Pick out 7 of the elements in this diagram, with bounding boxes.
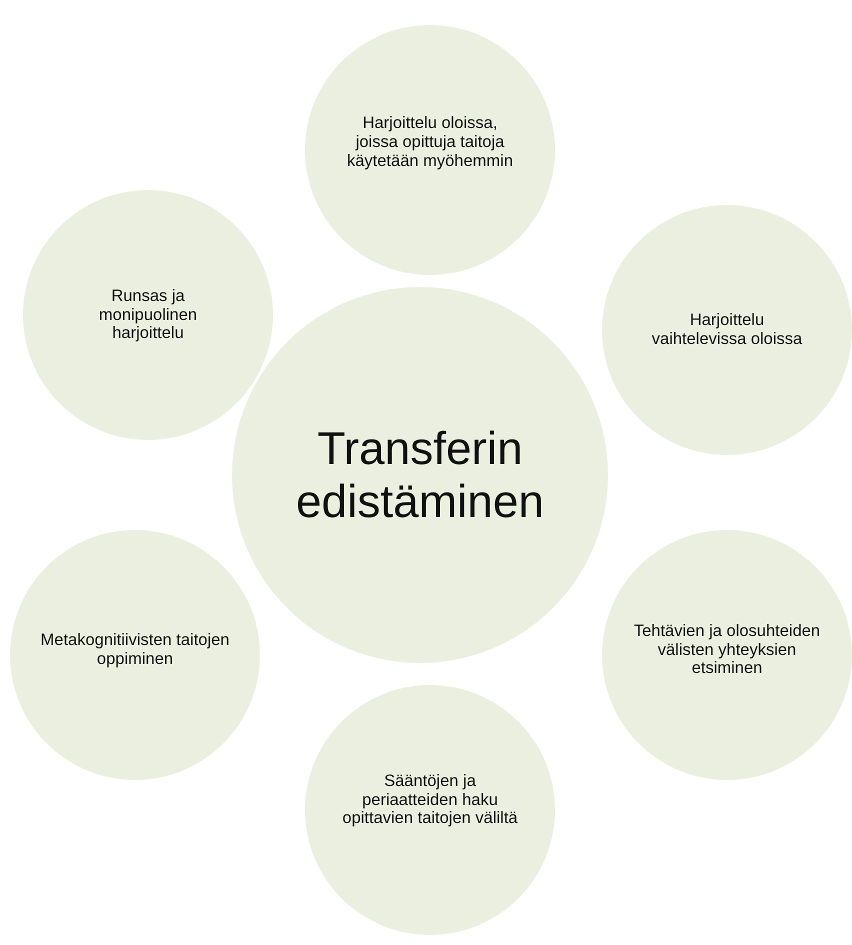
topic-text: Harjoittelu oloissa, joissa opittuja taitoja käytetään myöhemmin xyxy=(346,114,514,171)
topic-text: Tehtävien ja olosuhteiden välisten yhteyksien etsiminen xyxy=(632,622,822,678)
topic-text: Metakognitiivisten taitojen oppiminen xyxy=(40,631,230,669)
topic-text: Runsas ja monipuolinen harjoittelu xyxy=(98,286,198,344)
center-title: Transferin edistäminen xyxy=(294,422,546,528)
topic-text: Sääntöjen ja periaatteiden haku opittavien taitojen väliltä xyxy=(341,772,519,828)
topic-text: Harjoittelu vaihtelevissa oloissa xyxy=(650,311,804,349)
